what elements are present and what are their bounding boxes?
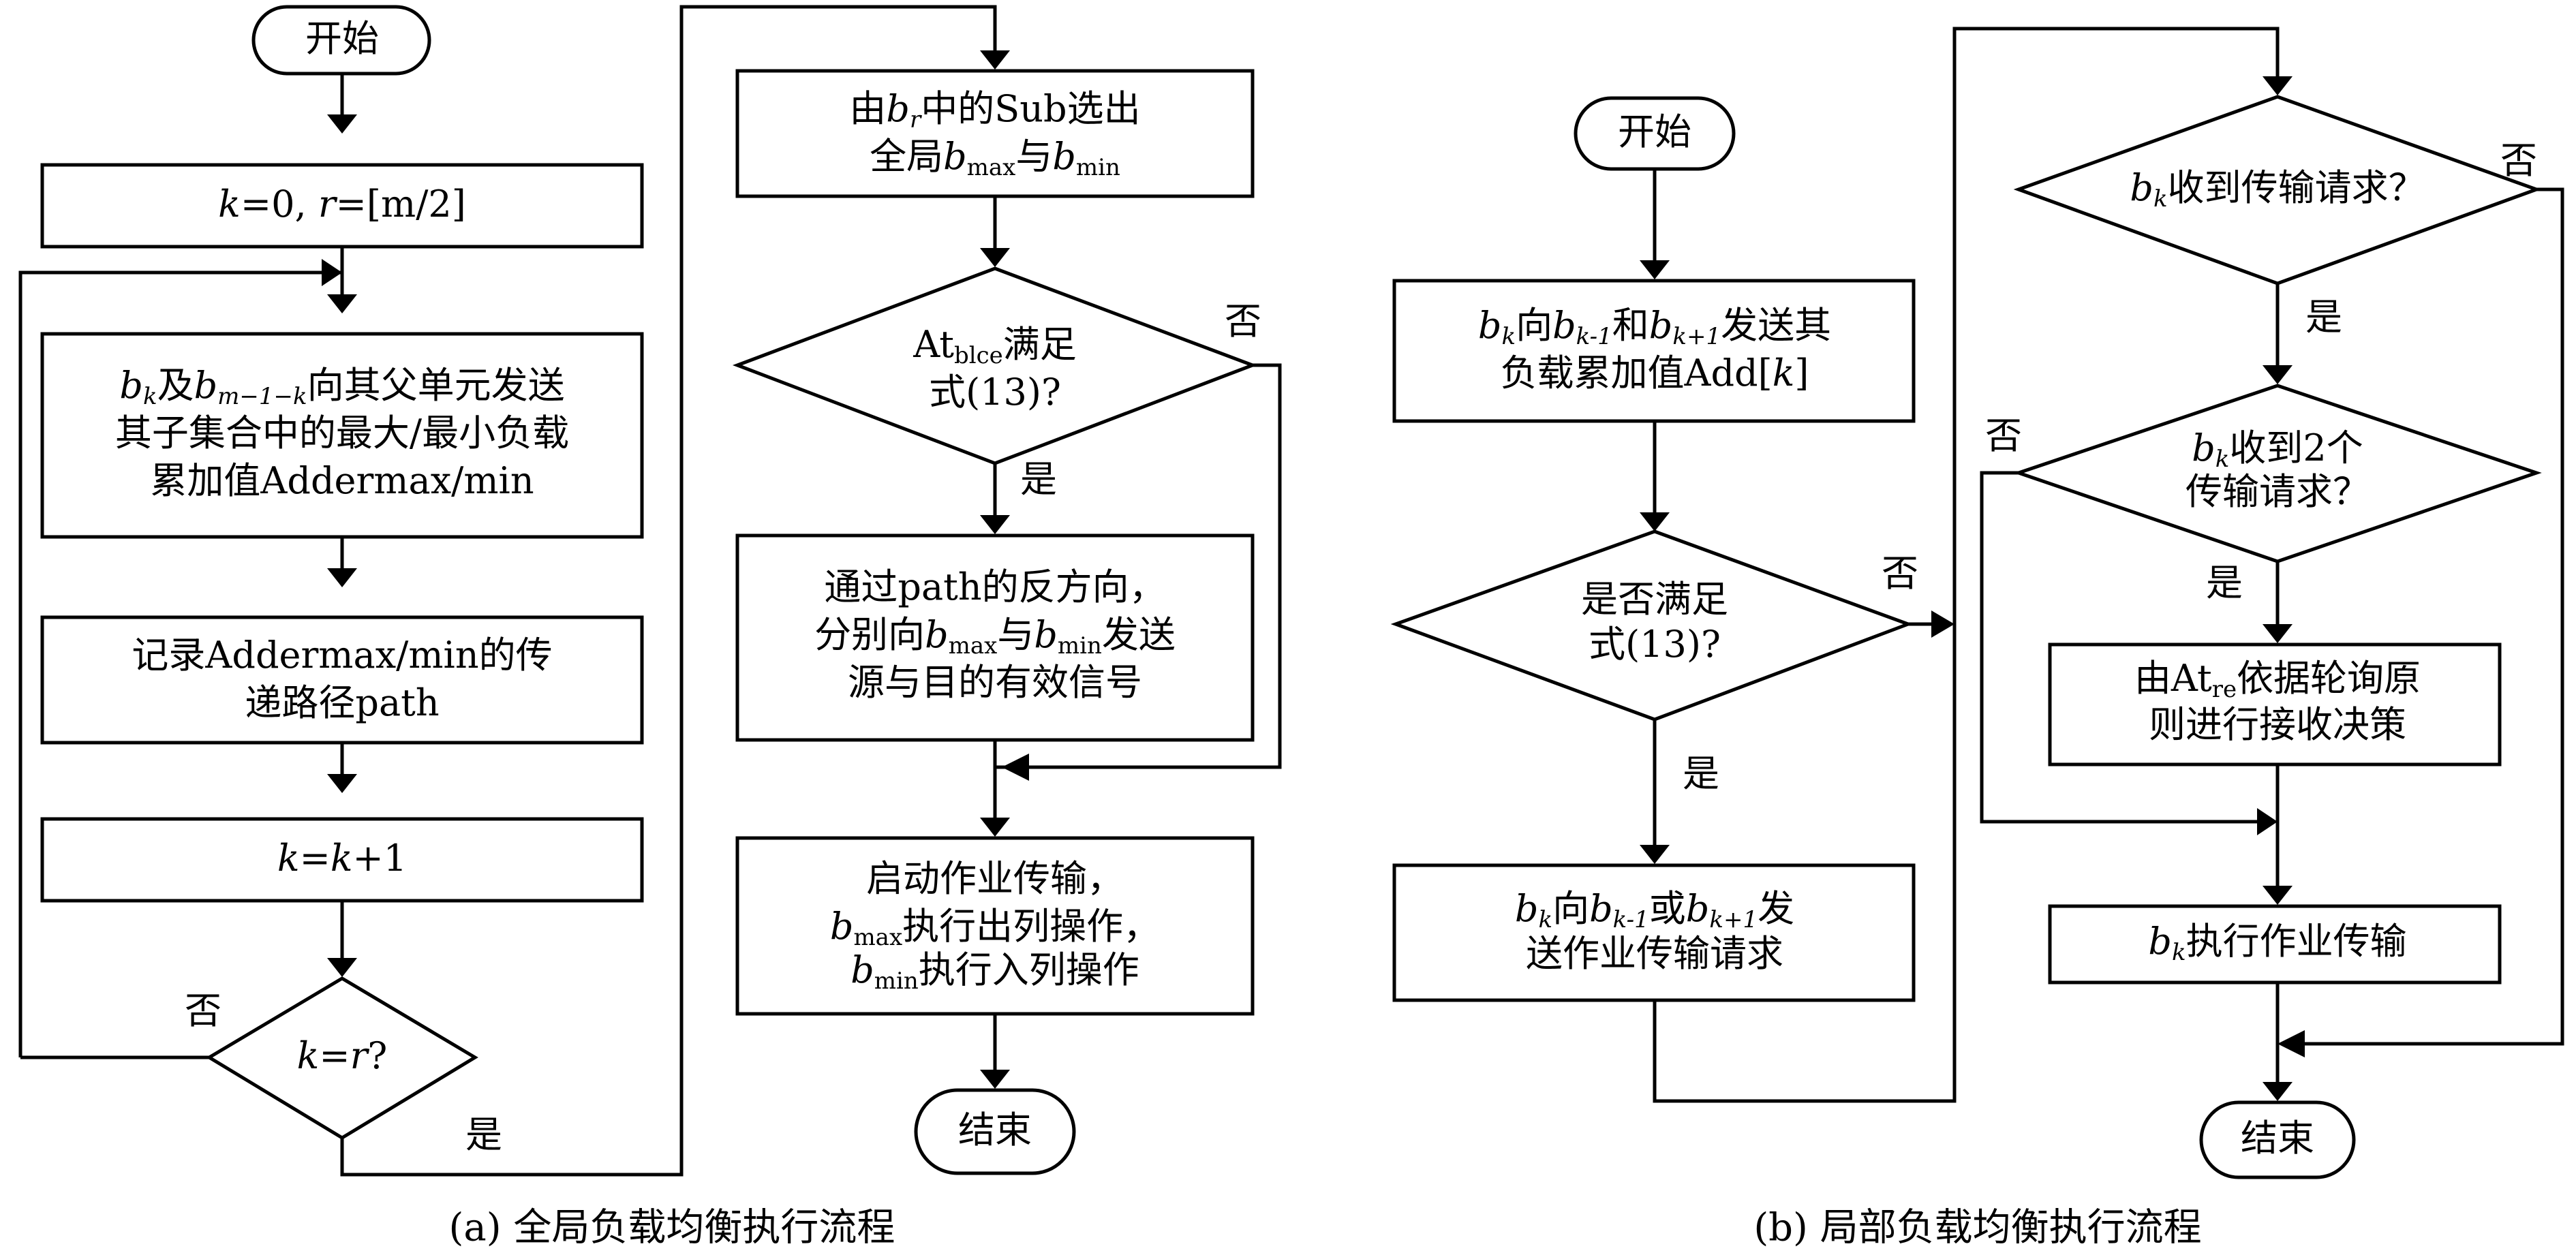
local-end-terminal xyxy=(2199,1100,2356,1179)
send-extreme-line-1: bk及bm−1−k向其父单元发送 xyxy=(119,364,564,410)
send-request-line-1: bk向bk-1或bk+1发 xyxy=(1515,887,1794,933)
send-extreme-step xyxy=(40,332,644,539)
receive-request-label: bk收到传输请求？ xyxy=(2130,166,2425,213)
send-add-value-line-1: bk向bk-1和bk+1发送其 xyxy=(1478,304,1831,350)
launch-transfer-step xyxy=(735,836,1255,1016)
execute-transfer-label: bk执行作业传输 xyxy=(2148,920,2406,966)
execute-transfer-step xyxy=(2048,904,2502,985)
local-condition-decision xyxy=(1390,529,1914,722)
select-extremes-step xyxy=(735,69,1255,198)
two-requests-line-2: 传输请求？ xyxy=(2186,470,2370,513)
send-extreme-line-2: 其子集合中的最大/最小负载 xyxy=(115,412,569,454)
send-signal-line-1: 通过path的反方向， xyxy=(824,565,1165,608)
send-signal-step xyxy=(735,533,1255,742)
init-label: k=0, r=[m/2] xyxy=(218,183,466,226)
panel-b-caption: (b) 局部负载均衡执行流程 xyxy=(1753,1206,2201,1250)
increment-label: k=k+1 xyxy=(277,837,407,880)
receive-decision-step xyxy=(2048,642,2502,766)
two-requests-no-label: 否 xyxy=(1985,414,2022,457)
panel-a-global-flow: 开始 k=0, r=[m/2] bk及bm−1−k向其父单元发送 其子集合中的最… xyxy=(18,5,1282,1250)
loop-check-decision xyxy=(206,976,478,1140)
balance-condition-decision xyxy=(732,266,1258,465)
start-label: 开始 xyxy=(305,17,379,60)
local-condition-line-1: 是否满足 xyxy=(1581,578,1728,621)
loop-check-label: k=r? xyxy=(297,1034,388,1077)
end-terminal xyxy=(914,1088,1076,1175)
local-condition-no-label: 否 xyxy=(1882,552,1918,595)
send-add-value-step xyxy=(1392,279,1916,423)
panel-b-local-flow: 开始 bk向bk-1和bk+1发送其 负载累加值Add[k] 是否满足 式(13… xyxy=(1390,27,2564,1250)
two-requests-line-1: bk收到2个 xyxy=(2192,427,2363,473)
record-path-line-2: 递路径path xyxy=(245,681,439,724)
two-requests-yes-label: 是 xyxy=(2206,561,2243,604)
receive-decision-line-2: 则进行接收决策 xyxy=(2149,703,2406,746)
balance-condition-line-2: 式(13)? xyxy=(929,371,1061,414)
local-condition-yes-label: 是 xyxy=(1683,752,1719,795)
receive-request-yes-label: 是 xyxy=(2305,296,2342,339)
receive-request-decision xyxy=(2013,95,2542,285)
init-step xyxy=(40,163,644,249)
send-extreme-line-3: 累加值Addermax/min xyxy=(150,459,534,502)
send-signal-line-2: 分别向bmax与bmin发送 xyxy=(814,613,1176,660)
start-terminal xyxy=(251,5,431,76)
receive-request-no-label: 否 xyxy=(2500,139,2537,182)
loop-yes-label: 是 xyxy=(465,1113,502,1156)
increment-step xyxy=(40,817,644,903)
panel-a-caption: (a) 全局负载均衡执行流程 xyxy=(449,1206,895,1250)
local-condition-line-2: 式(13)? xyxy=(1589,623,1721,666)
send-add-value-line-2: 负载累加值Add[k] xyxy=(1500,352,1809,394)
end-label: 结束 xyxy=(958,1109,1032,1151)
local-end-label: 结束 xyxy=(2241,1117,2314,1160)
send-request-line-2: 送作业传输请求 xyxy=(1526,932,1783,975)
select-extremes-line-1: 由br中的Sub选出 xyxy=(849,87,1140,134)
select-extremes-line-2: 全局bmax与bmin xyxy=(870,135,1120,181)
launch-transfer-line-1: 启动作业传输， xyxy=(866,857,1124,900)
record-path-line-1: 记录Addermax/min的传 xyxy=(132,634,552,677)
balance-no-label: 否 xyxy=(1225,300,1261,343)
local-start-terminal xyxy=(1574,96,1736,171)
record-path-step xyxy=(40,615,644,745)
launch-transfer-line-2: bmax执行出列操作， xyxy=(830,905,1160,951)
send-request-step xyxy=(1392,863,1916,1002)
launch-transfer-line-3: bmin执行入列操作 xyxy=(850,948,1139,995)
balance-yes-label: 是 xyxy=(1020,458,1057,501)
two-requests-decision xyxy=(2013,384,2542,563)
loop-no-label: 否 xyxy=(185,989,221,1032)
receive-decision-line-1: 由Atre依据轮询原 xyxy=(2134,657,2421,703)
local-start-label: 开始 xyxy=(1618,110,1691,153)
send-signal-line-3: 源与目的有效信号 xyxy=(848,661,1142,704)
balance-condition-line-1: Atblce满足 xyxy=(913,323,1077,369)
